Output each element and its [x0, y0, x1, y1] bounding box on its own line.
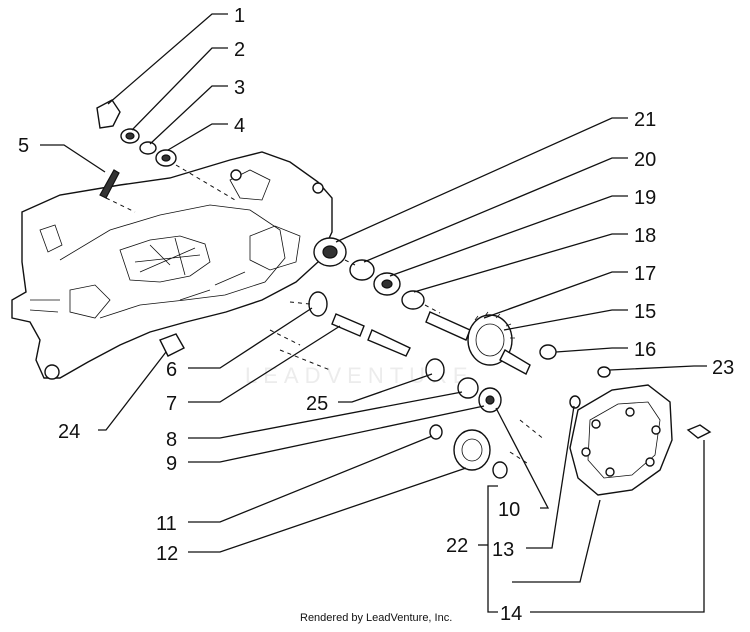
label-21: 21 — [634, 109, 656, 131]
label-5: 5 — [18, 135, 29, 157]
label-1: 1 — [234, 5, 245, 27]
label-13: 13 — [492, 539, 514, 561]
label-22: 22 — [446, 535, 468, 557]
label-10: 10 — [498, 499, 520, 521]
label-17: 17 — [634, 263, 656, 285]
label-23: 23 — [712, 357, 734, 379]
seal-16 — [539, 344, 557, 360]
dowel-23 — [597, 366, 611, 378]
pin-13 — [569, 395, 581, 409]
footer-credit: Rendered by LeadVenture, Inc. — [300, 612, 452, 624]
label-3: 3 — [234, 77, 245, 99]
label-11: 11 — [156, 513, 177, 535]
label-6: 6 — [166, 359, 177, 381]
washer-shaft-6-7-25 — [269, 291, 445, 382]
cover-14 — [569, 384, 673, 496]
label-25: 25 — [306, 393, 328, 415]
label-16: 16 — [634, 339, 656, 361]
leader-lines — [40, 13, 707, 613]
label-20: 20 — [634, 149, 656, 171]
shaft-bearings-18-21 — [313, 237, 441, 314]
label-19: 19 — [634, 187, 656, 209]
label-8: 8 — [166, 429, 177, 451]
bolt-kit — [686, 424, 712, 439]
label-9: 9 — [166, 453, 177, 475]
gear-shaft-15-17 — [425, 311, 531, 375]
bearing-8-9 — [457, 377, 502, 413]
part-number-labels: 1 2 3 4 5 6 7 8 9 10 11 12 13 14 15 16 1… — [18, 5, 734, 625]
label-24: 24 — [58, 421, 80, 443]
label-15: 15 — [634, 301, 656, 323]
label-18: 18 — [634, 225, 656, 247]
bushing-24 — [159, 333, 185, 357]
label-4: 4 — [234, 115, 245, 137]
label-7: 7 — [166, 393, 177, 415]
screw-5 — [99, 169, 136, 213]
gear-11-12 — [429, 419, 546, 479]
bearing-stack-1-4 — [96, 99, 236, 201]
crankcase-housing — [11, 151, 333, 380]
label-2: 2 — [234, 39, 245, 61]
label-14: 14 — [500, 603, 522, 625]
label-12: 12 — [156, 543, 178, 565]
